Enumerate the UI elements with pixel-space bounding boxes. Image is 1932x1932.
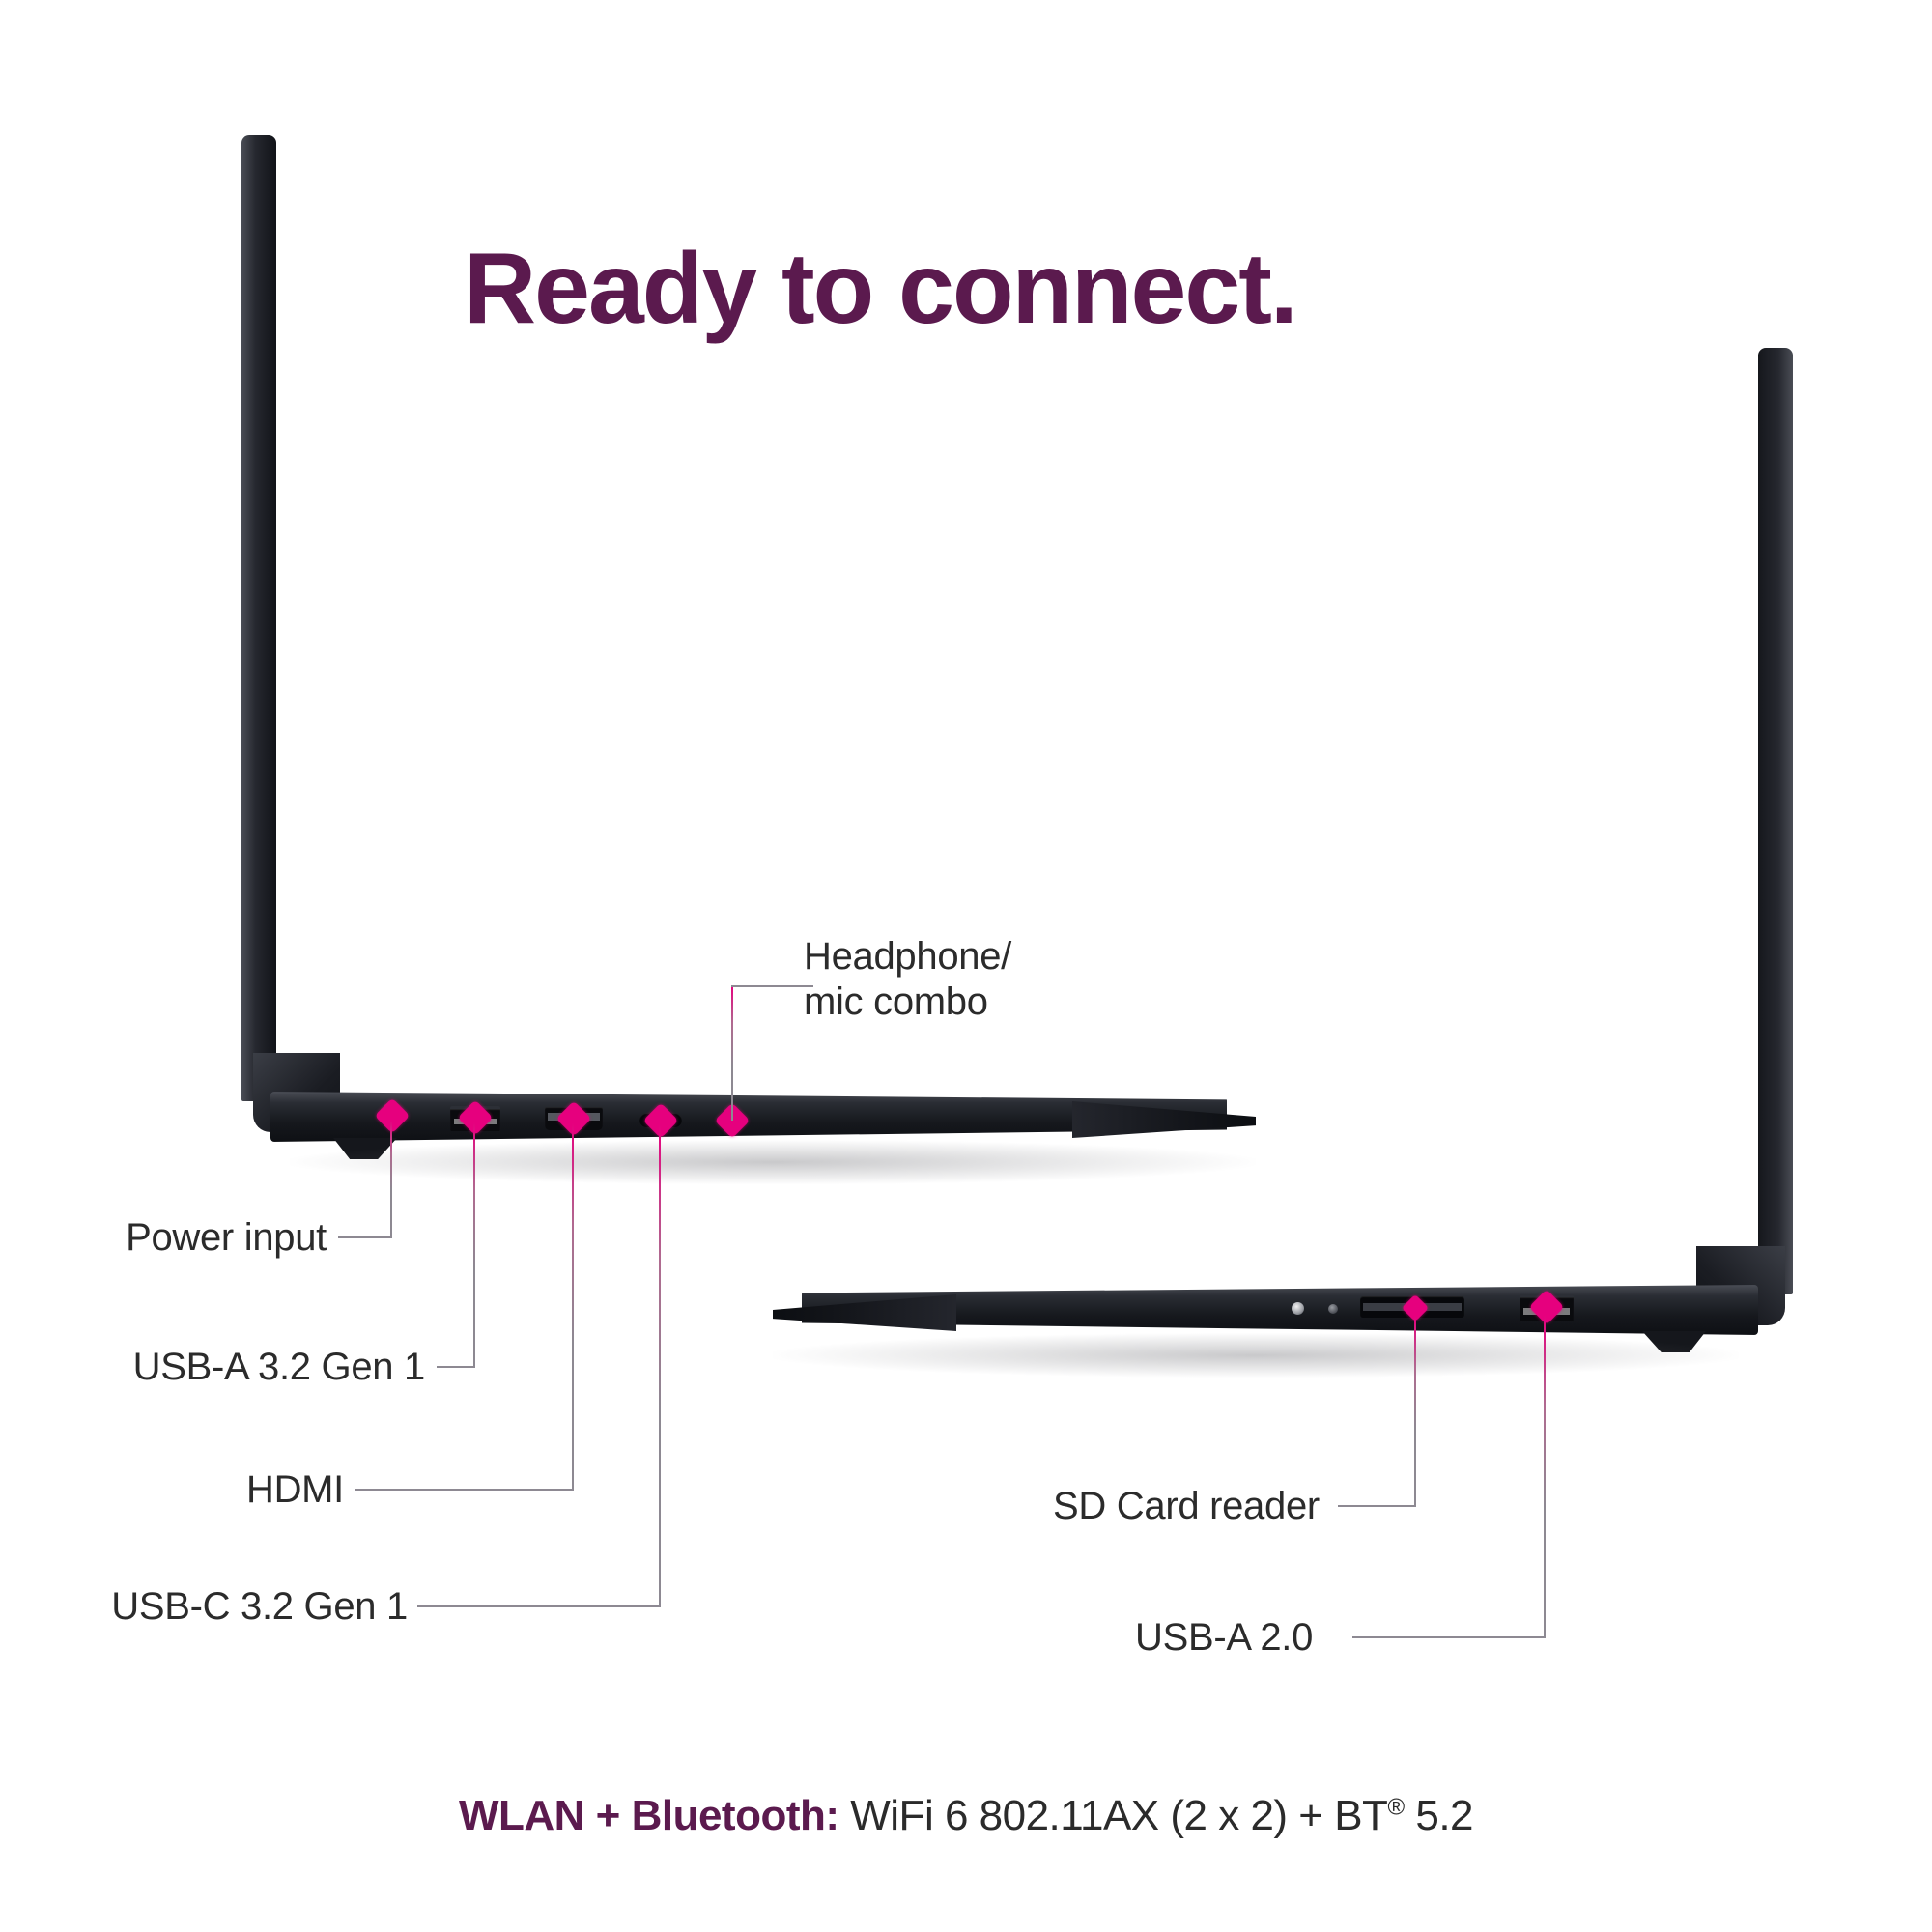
callout-line-headphone-horizontal [731,985,813,987]
secondary-led-icon [1328,1304,1338,1314]
callout-line-usb-a-20-vertical [1544,1316,1546,1636]
callout-line-sd-card-vertical [1414,1316,1416,1505]
footer-value-post: 5.2 [1404,1792,1474,1839]
callout-line-usb-a-32-vertical [473,1122,475,1366]
callout-line-usb-c-32-vertical [659,1124,661,1605]
callout-line-usb-a-20-horizontal [1352,1636,1546,1638]
footer-registered-mark: ® [1387,1794,1405,1821]
callout-label-usb-c-32: USB-C 3.2 Gen 1 [111,1585,408,1628]
headphone-label-line1: Headphone/ [804,935,1011,978]
laptop-left-reflection [290,1140,1256,1184]
callout-line-hdmi-vertical [572,1123,574,1489]
callout-label-power-input: Power input [126,1216,327,1259]
footer-label-bold: WLAN + Bluetooth: [458,1792,839,1839]
footer-spec-line: WLAN + Bluetooth: WiFi 6 802.11AX (2 x 2… [0,1792,1932,1840]
callout-label-usb-a-32: USB-A 3.2 Gen 1 [132,1346,426,1388]
laptop-right-foot [1642,1331,1706,1352]
callout-line-sd-card-horizontal [1338,1505,1416,1507]
callout-label-sd-card-reader: SD Card reader [1053,1485,1320,1527]
callout-label-headphone-mic-combo: Headphone/ mic combo [804,934,1011,1025]
callout-line-usb-a-32-horizontal [437,1366,475,1368]
callout-line-hdmi-horizontal [355,1489,574,1491]
laptop-right-reflection [773,1333,1739,1378]
headphone-label-line2: mic combo [804,980,988,1024]
callout-line-headphone-vertical [731,985,733,1121]
status-led-icon [1292,1302,1304,1315]
callout-label-usb-a-20: USB-A 2.0 [1135,1616,1314,1659]
callout-line-usb-c-32-horizontal [417,1605,661,1607]
callout-line-power-horizontal [338,1236,392,1238]
laptop-left-foot [333,1138,397,1159]
callout-line-power-vertical [390,1121,392,1236]
page-title: Ready to connect. [464,233,1298,345]
laptop-left-lid [242,135,276,1101]
callout-label-hdmi: HDMI [245,1468,344,1511]
laptop-right-lid [1758,348,1793,1294]
footer-value-pre: WiFi 6 802.11AX (2 x 2) + BT [838,1792,1388,1839]
